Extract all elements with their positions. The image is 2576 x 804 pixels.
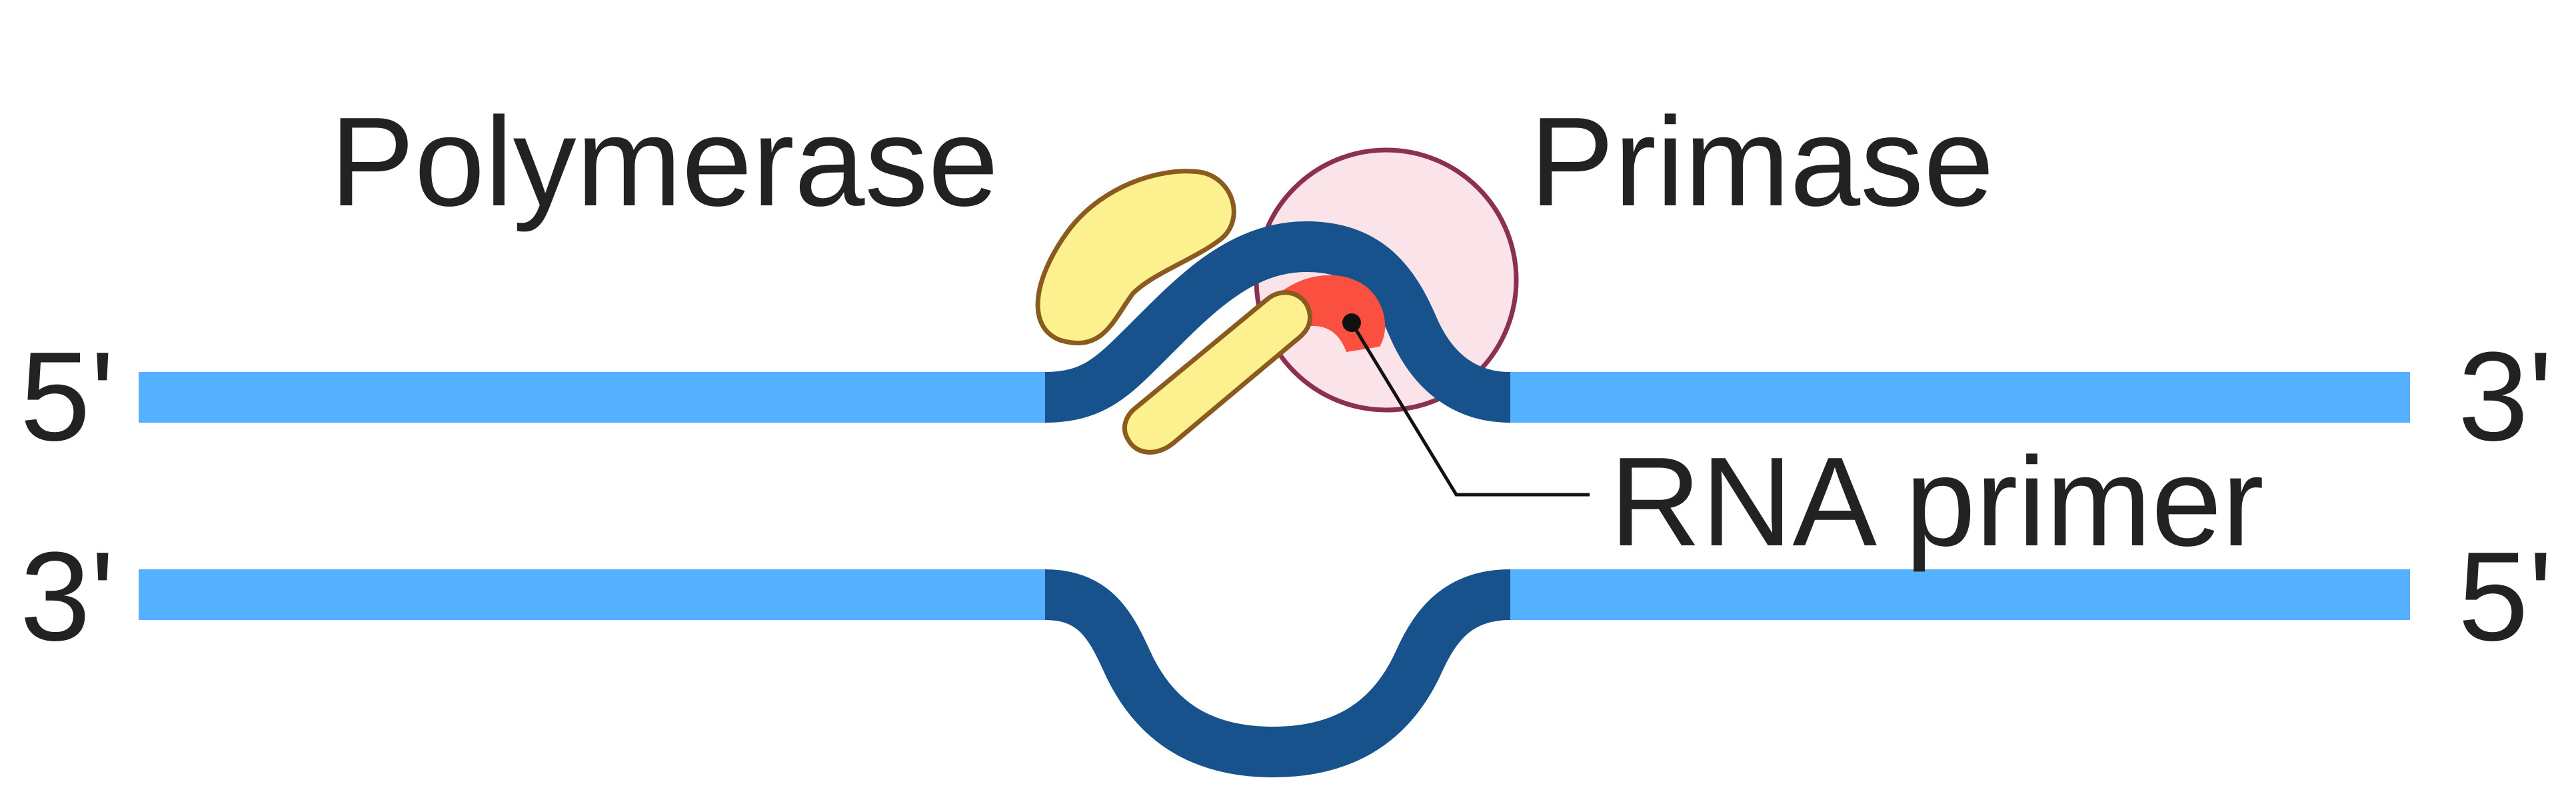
- polymerase-label: Polymerase: [330, 91, 998, 233]
- bottom-strand-5-prime-label: 5': [2458, 526, 2553, 667]
- polymerase-back-lobe: [1035, 169, 1236, 346]
- top-strand-unwound-loop: [1044, 221, 1512, 423]
- top-strand: [139, 372, 2410, 423]
- top-strand-left-segment: [139, 372, 1045, 423]
- polymerase: [1035, 169, 1236, 346]
- top-strand-right-segment: [1510, 372, 2410, 423]
- rna-primer-pointer-line: [1350, 321, 1590, 497]
- primase-label: Primase: [1530, 91, 1994, 233]
- bottom-strand-right-segment: [1510, 569, 2410, 620]
- top-strand-5-prime-label: 5': [20, 326, 115, 467]
- rna-primer-label: RNA primer: [1610, 431, 2264, 573]
- bottom-strand: [139, 569, 2410, 778]
- bottom-strand-unwound-loop: [1044, 569, 1512, 778]
- bottom-strand-left-segment: [139, 569, 1045, 620]
- top-strand-3-prime-label: 3': [2458, 326, 2553, 467]
- bottom-strand-3-prime-label: 3': [20, 526, 115, 667]
- polymerase-front-lobe: [1122, 290, 1313, 455]
